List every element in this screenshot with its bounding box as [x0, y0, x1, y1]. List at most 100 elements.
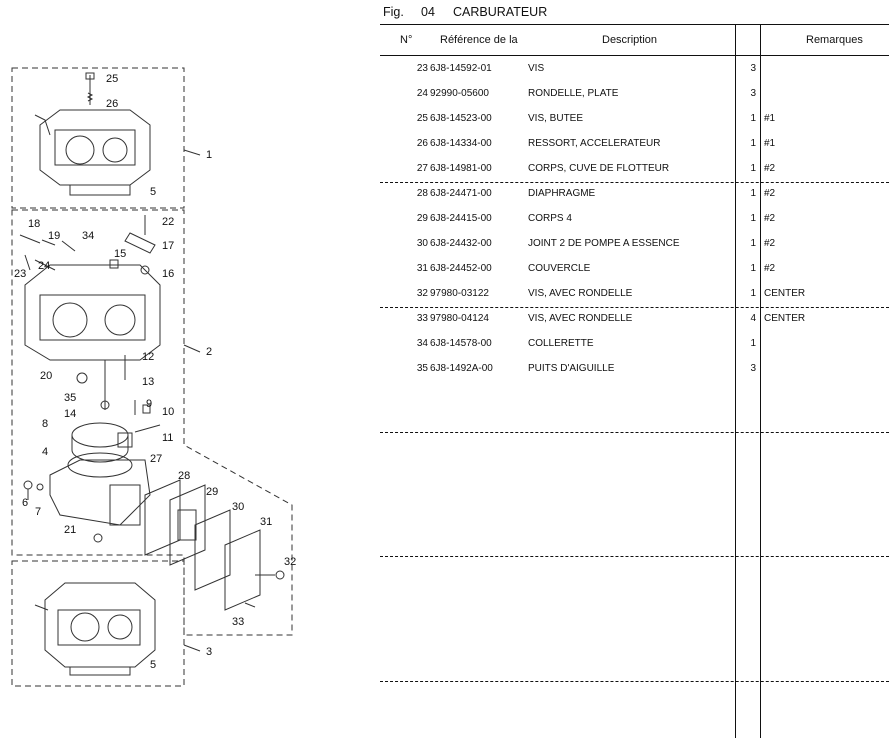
diagram-callout: 34 — [82, 230, 94, 242]
diagram-callout: 35 — [64, 392, 76, 404]
figure-title: CARBURATEUR — [453, 5, 548, 19]
cell-description: DIAPHRAGME — [528, 188, 596, 199]
diagram-callout: 11 — [162, 432, 173, 444]
qty-column-left-border — [735, 24, 736, 738]
diagram-callout: 28 — [178, 470, 190, 482]
diagram-callout: 6 — [22, 497, 28, 509]
cell-remarks: #2 — [764, 238, 776, 249]
diagram-callout: 1 — [206, 149, 212, 161]
cell-remarks: #2 — [764, 213, 776, 224]
diagram-callout: 16 — [162, 268, 174, 280]
cell-description: COLLERETTE — [528, 338, 594, 349]
cell-quantity: 1 — [750, 338, 756, 349]
diagram-callout: 3 — [206, 646, 212, 658]
cell-item-number: 26 — [416, 138, 428, 149]
diagram-callout: 8 — [42, 418, 48, 430]
cell-quantity: 1 — [750, 113, 756, 124]
cell-remarks: #1 — [764, 113, 776, 124]
cell-description: VIS — [528, 63, 545, 74]
diagram-callout: 9 — [146, 398, 152, 410]
cell-remarks: #2 — [764, 188, 776, 199]
diagram-callout: 10 — [162, 406, 174, 418]
cell-item-number: 32 — [416, 288, 428, 299]
column-header-remarks: Remarques — [806, 34, 863, 46]
diagram-callout: 12 — [142, 351, 154, 363]
diagram-callout: 5 — [150, 659, 156, 671]
cell-quantity: 3 — [750, 63, 756, 74]
cell-reference: 6J8-14523-00 — [430, 113, 492, 124]
diagram-callout: 30 — [232, 501, 244, 513]
parts-table: N° Référence de la Description Remarques… — [380, 24, 889, 738]
cell-description: RONDELLE, PLATE — [528, 88, 619, 99]
diagram-callout: 25 — [106, 73, 118, 85]
diagram-callout: 2 — [206, 346, 212, 358]
diagram-callout: 7 — [35, 506, 41, 518]
cell-quantity: 1 — [750, 138, 756, 149]
cell-item-number: 25 — [416, 113, 428, 124]
group-separator — [380, 556, 889, 557]
group-separator — [380, 681, 889, 682]
cell-description: VIS, BUTEE — [528, 113, 584, 124]
cell-remarks: CENTER — [764, 288, 806, 299]
diagram-callout: 29 — [206, 486, 218, 498]
group-separator — [380, 182, 889, 183]
diagram-callout: 33 — [232, 616, 244, 628]
figure-label: Fig. — [383, 5, 404, 19]
diagram-callout: 5 — [150, 186, 156, 198]
cell-description: JOINT 2 DE POMPE A ESSENCE — [528, 238, 680, 249]
cell-item-number: 23 — [416, 63, 428, 74]
cell-remarks: #2 — [764, 263, 776, 274]
diagram-callout: 15 — [114, 248, 126, 260]
cell-reference: 97980-03122 — [430, 288, 489, 299]
cell-remarks: #2 — [764, 163, 776, 174]
cell-item-number: 27 — [416, 163, 428, 174]
cell-quantity: 1 — [750, 188, 756, 199]
column-header-number: N° — [400, 34, 413, 46]
cell-item-number: 31 — [416, 263, 428, 274]
group-separator — [380, 432, 889, 433]
table-header-border — [380, 55, 889, 56]
cell-reference: 6J8-14334-00 — [430, 138, 492, 149]
cell-reference: 6J8-14578-00 — [430, 338, 492, 349]
column-header-reference: Référence de la — [440, 34, 518, 46]
cell-reference: 6J8-14592-01 — [430, 63, 492, 74]
diagram-callout: 23 — [14, 268, 26, 280]
cell-description: PUITS D'AIGUILLE — [528, 363, 615, 374]
diagram-callout: 20 — [40, 370, 52, 382]
diagram-callout: 21 — [64, 524, 76, 536]
cell-description: COUVERCLE — [528, 263, 591, 274]
cell-remarks: CENTER — [764, 313, 806, 324]
cell-item-number: 29 — [416, 213, 428, 224]
cell-item-number: 34 — [416, 338, 428, 349]
cell-reference: 6J8-24432-00 — [430, 238, 492, 249]
diagram-callout: 4 — [42, 446, 48, 458]
diagram-callout: 19 — [48, 230, 60, 242]
cell-item-number: 35 — [416, 363, 428, 374]
cell-reference: 6J8-24471-00 — [430, 188, 492, 199]
table-top-border — [380, 24, 889, 25]
cell-description: CORPS 4 — [528, 213, 572, 224]
diagram-callout: 26 — [106, 98, 118, 110]
diagram-callout: 13 — [142, 376, 154, 388]
cell-quantity: 1 — [750, 238, 756, 249]
cell-description: RESSORT, ACCELERATEUR — [528, 138, 661, 149]
cell-reference: 6J8-24415-00 — [430, 213, 492, 224]
diagram-callout: 24 — [38, 260, 50, 272]
cell-quantity: 1 — [750, 263, 756, 274]
cell-item-number: 24 — [416, 88, 428, 99]
cell-quantity: 4 — [750, 313, 756, 324]
column-header-description: Description — [602, 34, 658, 46]
